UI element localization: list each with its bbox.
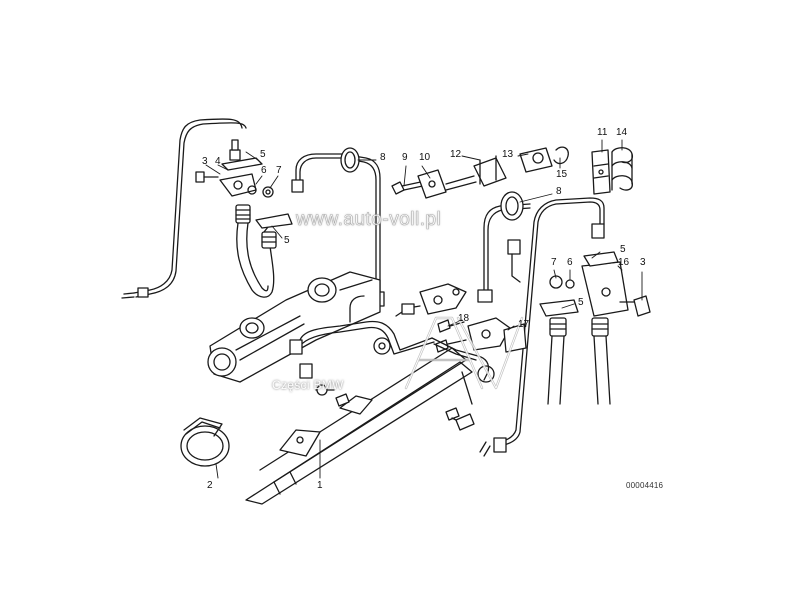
diagram-reference-code: 00004416 (626, 481, 664, 490)
label-part-14: 14 (616, 127, 628, 138)
label-part-13: 13 (502, 149, 514, 160)
label-part-15: 15 (556, 169, 568, 180)
label-part-6-right: 6 (567, 257, 573, 268)
bracket-right (539, 251, 651, 317)
label-part-12: 12 (450, 149, 462, 160)
hose-clamp-2 (180, 417, 230, 467)
label-part-9: 9 (402, 152, 408, 163)
watermark-logo (404, 316, 524, 390)
label-part-7-right: 7 (551, 257, 557, 268)
label-part-5-left: 5 (284, 235, 290, 246)
label-part-18: 18 (458, 313, 470, 324)
label-part-10: 10 (419, 152, 431, 163)
label-part-1: 1 (317, 480, 323, 491)
bolts-lower (315, 384, 475, 431)
label-part-8-top: 8 (380, 152, 386, 163)
label-part-3-left: 3 (202, 156, 208, 167)
label-part-5-right-top: 5 (620, 244, 626, 255)
brake-line-left (121, 118, 247, 299)
master-cylinder-lines (289, 295, 435, 379)
label-part-2: 2 (207, 480, 213, 491)
brake-hose-right (547, 317, 611, 405)
label-part-8-right: 8 (556, 186, 562, 197)
bracket-left-top (195, 139, 293, 229)
leader-lines (205, 139, 643, 479)
distribution-block-upper (419, 283, 467, 315)
master-cylinder (207, 271, 381, 383)
label-part-5-top-left: 5 (260, 149, 266, 160)
watermark-url: www.auto-voll.pl (296, 209, 442, 231)
distribution-block-lower (467, 317, 527, 353)
label-part-17: 17 (518, 319, 530, 330)
label-part-3-right: 3 (640, 257, 646, 268)
label-part-7-left: 7 (276, 165, 282, 176)
brake-line-right (479, 197, 605, 457)
label-part-11: 11 (597, 127, 608, 138)
label-part-5-right: 5 (578, 297, 584, 308)
watermark-brand: Części BMW (272, 378, 344, 392)
label-part-6-left: 6 (261, 165, 267, 176)
label-part-16: 16 (618, 257, 630, 268)
label-part-4: 4 (215, 156, 221, 167)
brake-line-right-inner (477, 191, 531, 303)
clip-top-right (591, 147, 634, 195)
bracket-1 (245, 347, 473, 505)
